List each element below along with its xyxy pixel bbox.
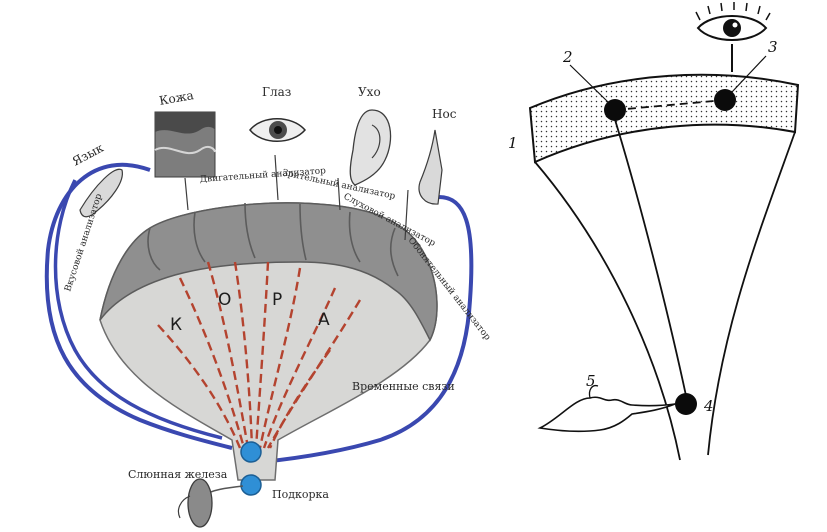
temporal-connection-line <box>614 99 726 111</box>
cortex-letter-2: О <box>218 290 231 310</box>
cortex-band <box>99 202 438 342</box>
subcortex-node-lower <box>240 474 262 496</box>
label-ear: Ухо <box>358 85 381 99</box>
right-figure-reflex-scheme: 1 2 3 4 5 <box>508 2 800 461</box>
marker-5: 5 <box>586 372 596 390</box>
tongue-illustration <box>79 168 123 218</box>
gland-shape <box>537 384 676 433</box>
cortex-letter-3: Р <box>272 290 282 310</box>
eye-illustration-left <box>249 118 306 142</box>
nose-illustration <box>418 129 443 205</box>
label-skin: Кожа <box>158 88 195 108</box>
marker-1: 1 <box>508 134 518 152</box>
label-temporal-links: Временные связи <box>352 380 455 393</box>
marker-2-leader <box>569 64 609 103</box>
cortex-letter-4: А <box>318 310 330 330</box>
analyzer-dividers <box>184 154 409 241</box>
cortex-layer <box>528 73 800 164</box>
node-2 <box>604 99 626 121</box>
left-figure-analyzers: К О Р А <box>44 85 493 528</box>
label-eye: Глаз <box>262 85 291 99</box>
node-4 <box>675 393 697 415</box>
ear-illustration <box>349 109 392 186</box>
node-3 <box>714 89 736 111</box>
label-tongue: Язык <box>70 140 106 168</box>
cortex-letter-1: К <box>170 315 182 335</box>
cortex-folds <box>147 202 399 277</box>
marker-3-leader <box>731 55 767 93</box>
subcortex-node-upper <box>240 441 262 463</box>
nerve-path-right <box>261 195 474 464</box>
marker-3: 3 <box>768 38 778 56</box>
temporal-link-lines <box>157 261 362 449</box>
pathway-outlines <box>534 109 796 461</box>
label-salivary-gland: Слюнная железа <box>128 468 228 481</box>
marker-2: 2 <box>562 48 573 66</box>
marker-4: 4 <box>703 397 714 415</box>
label-subcortex: Подкорка <box>272 488 329 501</box>
label-nose: Нос <box>432 107 457 121</box>
nerve-path-left <box>44 162 233 450</box>
salivary-gland-illustration <box>177 478 244 528</box>
skin-illustration <box>154 111 216 178</box>
eye-icon <box>695 2 771 72</box>
nerve-path-left-inner <box>53 179 223 440</box>
